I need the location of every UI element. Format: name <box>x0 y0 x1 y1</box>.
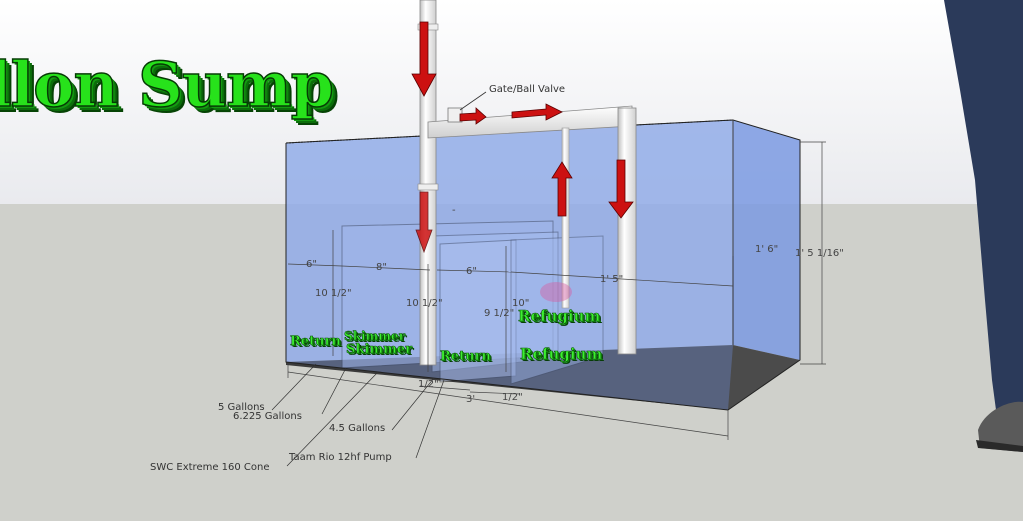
person-shoe-sole <box>976 440 1023 452</box>
person-shoe <box>978 401 1023 452</box>
sump-title: llon Sump <box>0 48 335 121</box>
pump-label: Taam Rio 12hf Pump <box>289 452 392 463</box>
tank-front-face <box>286 120 733 410</box>
cone-skimmer-label: SWC Extreme 160 Cone <box>150 462 270 473</box>
tank-right-face <box>733 120 800 360</box>
callout-leaders <box>271 363 445 467</box>
six-gallons-label: 6.225 Gallons <box>233 411 302 422</box>
person-leg <box>944 0 1023 521</box>
dim-eight: 8" <box>376 262 387 273</box>
dim-half-a: 1/2" <box>418 379 439 390</box>
dimension-lines <box>287 120 826 440</box>
dim-one-six: 1' 6" <box>755 244 779 255</box>
arrow-down-top <box>411 21 437 97</box>
return-label-left: Return <box>290 334 341 350</box>
dim-ten-half: 10 1/2" <box>315 288 352 299</box>
arrow-right-1 <box>459 107 487 125</box>
dim-three-ft: 3' <box>466 394 476 405</box>
drain-pipe-coupling-2 <box>417 183 439 191</box>
baffle-3 <box>439 239 517 383</box>
four-five-gallons-label: 4.5 Gallons <box>329 423 386 434</box>
baffle-4 <box>510 235 604 385</box>
refugium-label-upper: Refugium <box>518 307 601 325</box>
dim-half-b: 1/2" <box>502 392 523 403</box>
dim-ten-half-b: 10 1/2" <box>406 298 443 309</box>
arrow-up-right <box>551 161 573 217</box>
five-gallons-label: 5 Gallons <box>218 402 265 413</box>
dim-one-five: 1' 5" <box>600 274 624 285</box>
refugium-label-lower: Refugium <box>520 345 603 363</box>
dim-one-five-sixteenth: 1' 5 1/16" <box>795 248 844 259</box>
dim-dash: - <box>452 205 456 216</box>
pump-bubble <box>540 282 572 302</box>
pump-line <box>561 127 570 309</box>
skimmer-label: Skimmer <box>346 342 413 358</box>
gate-valve-label: Gate/Ball Valve <box>489 84 566 95</box>
dim-nine-half: 9 1/2" <box>484 308 515 319</box>
dim-six-a: 6" <box>306 259 317 270</box>
dim-ten: 10" <box>512 298 530 309</box>
return-label-middle: Return <box>440 349 491 365</box>
arrow-down-right <box>608 159 634 219</box>
skimmer-label-back: Skimmer <box>344 329 405 344</box>
return-pipe-vertical <box>617 107 637 355</box>
gate-valve-leader <box>459 91 487 111</box>
dim-six-b: 6" <box>466 266 477 277</box>
flow-arrows <box>411 21 634 254</box>
arrow-right-2 <box>511 103 563 121</box>
arrow-down-mid <box>415 191 433 254</box>
